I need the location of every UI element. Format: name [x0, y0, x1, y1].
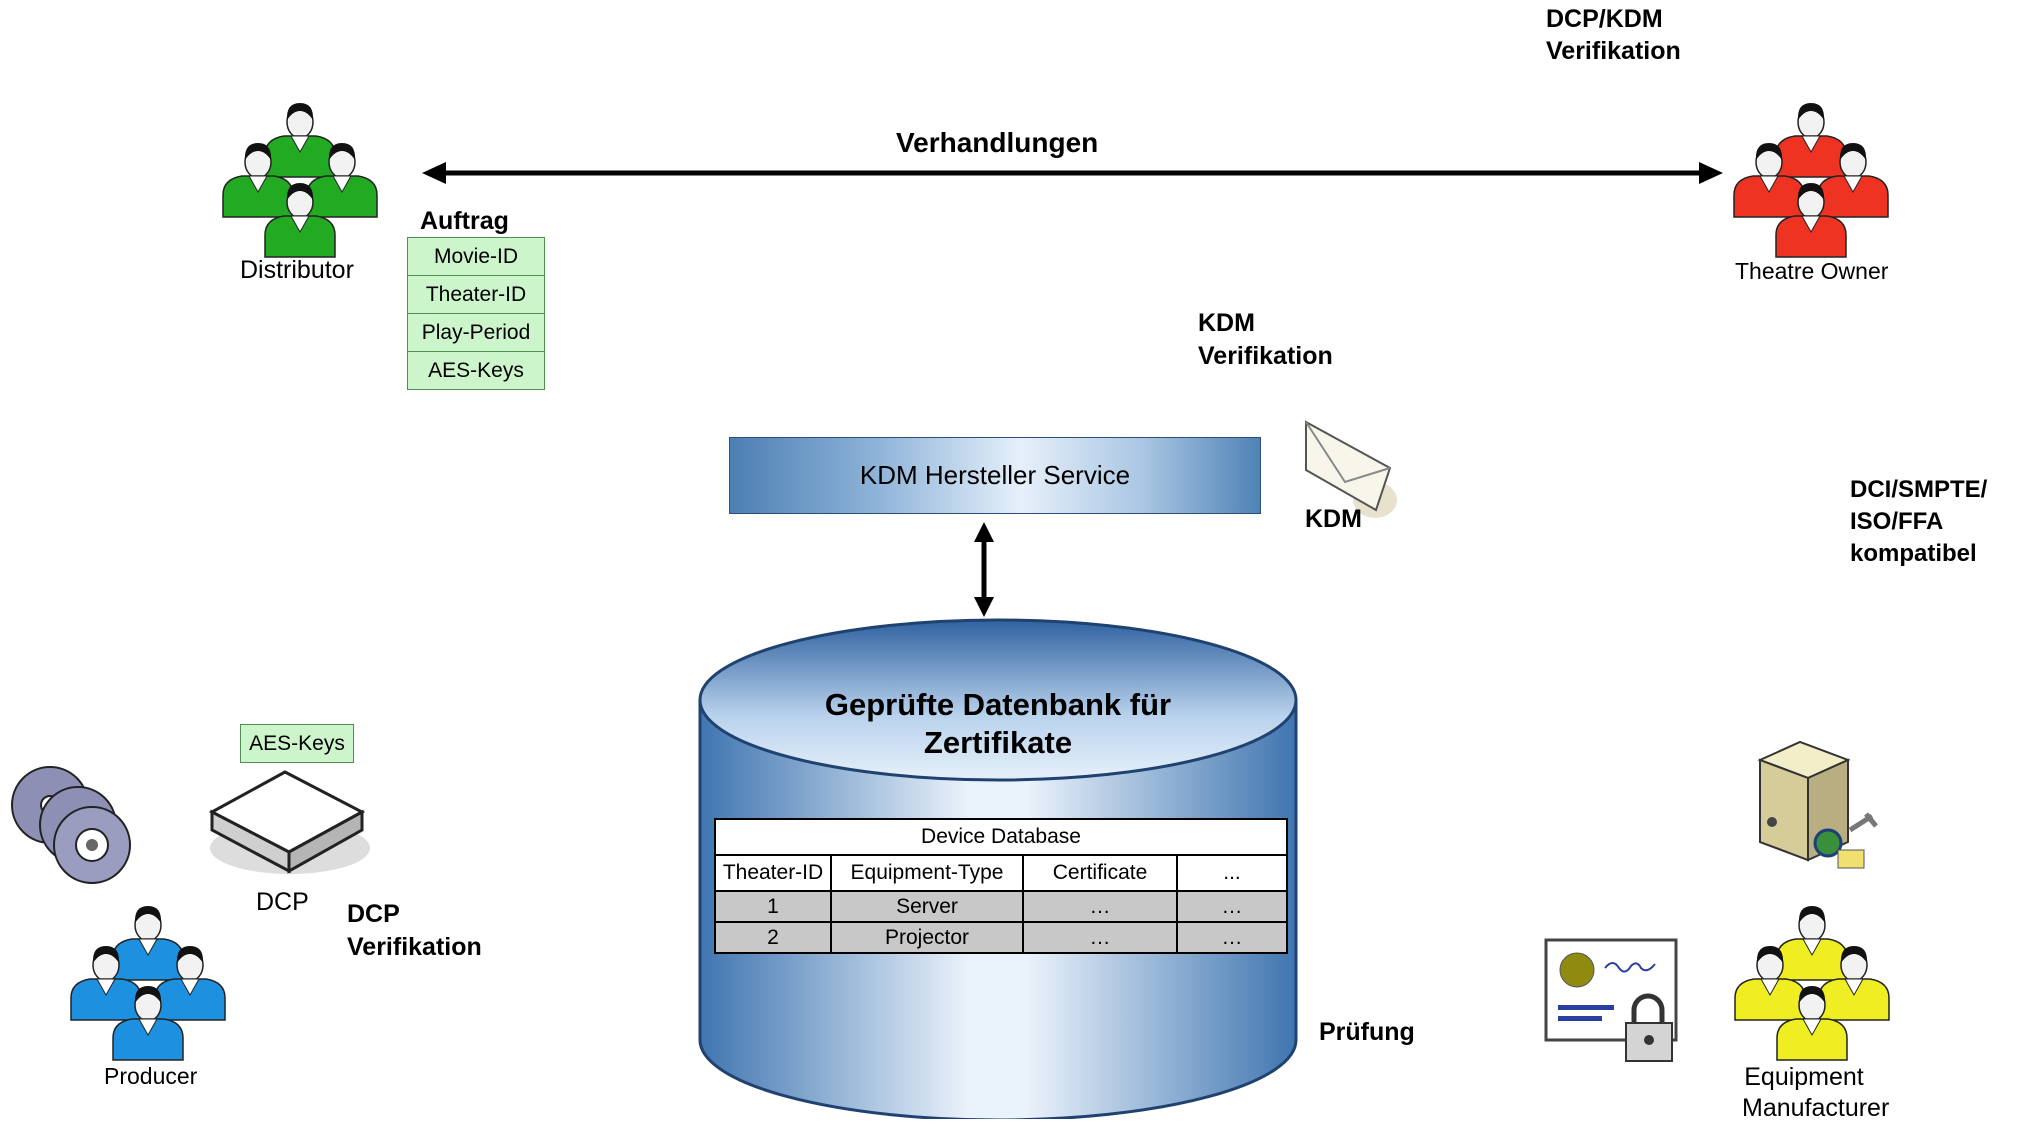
- kdm-verification-line2: Verifikation: [1198, 342, 1333, 370]
- theatre-owner-group-icon: [1734, 103, 1888, 257]
- compliance-line2: ISO/FFA: [1850, 508, 1944, 535]
- kdm-verification-line1: KDM: [1198, 309, 1255, 337]
- column-header-theater-id: Theater-ID: [714, 854, 832, 892]
- dcp-kdm-verification-line2: Verifikation: [1546, 37, 1681, 65]
- film-reels-icon: [11, 766, 131, 884]
- cell-theater-id: 1: [714, 890, 832, 923]
- negotiation-label: Verhandlungen: [896, 127, 1099, 158]
- device-database-table: Device Database Theater-ID Equipment-Typ…: [714, 818, 1288, 954]
- distributor-group-icon: [223, 103, 377, 257]
- dcp-label: DCP: [256, 888, 309, 916]
- column-header-equipment-type: Equipment-Type: [830, 854, 1024, 892]
- distributor-label: Distributor: [240, 256, 354, 284]
- producer-label: Producer: [104, 1063, 198, 1089]
- dcp-verification-line2: Verifikation: [347, 933, 482, 961]
- table-row: 1 Server … …: [714, 890, 1288, 923]
- compliance-line1: DCI/SMPTE/: [1850, 476, 1988, 503]
- kdm-service-box: KDM Hersteller Service: [729, 437, 1261, 514]
- cell-theater-id: 2: [714, 921, 832, 954]
- order-fields: Movie-ID Theater-ID Play-Period AES-Keys: [407, 237, 545, 390]
- cell-more: …: [1176, 921, 1288, 954]
- compliance-line3: kompatibel: [1850, 540, 1977, 567]
- database-title: Geprüfte Datenbank für Zertifikate: [700, 686, 1296, 762]
- column-header-certificate: Certificate: [1022, 854, 1178, 892]
- equipment-manufacturer-line1: Equipment: [1744, 1063, 1864, 1091]
- dcp-box-icon: [208, 770, 370, 874]
- dcp-aes-keys: AES-Keys: [240, 724, 354, 763]
- certificate-icon: [1544, 938, 1678, 1062]
- column-header-more: ...: [1176, 854, 1288, 892]
- dcp-kdm-verification-line1: DCP/KDM: [1546, 5, 1663, 33]
- database-title-line2: Zertifikate: [923, 725, 1073, 760]
- kdm-service-label: KDM Hersteller Service: [859, 460, 1131, 490]
- negotiation-arrow: [422, 162, 1723, 184]
- dcp-verification: DCP Verifikation: [347, 898, 482, 964]
- service-database-arrow: [974, 522, 994, 617]
- cell-more: …: [1176, 890, 1288, 923]
- dcp-verification-line1: DCP: [347, 900, 400, 928]
- dcp-kdm-verification: DCP/KDM Verifikation: [1546, 3, 1681, 67]
- cell-equipment-type: Projector: [830, 921, 1024, 954]
- cell-certificate: …: [1022, 890, 1178, 923]
- order-field-play-period: Play-Period: [407, 313, 545, 352]
- kdm-envelope-label: KDM: [1305, 505, 1362, 533]
- equipment-manufacturer-label: Equipment Manufacturer: [1742, 1062, 1890, 1124]
- producer-group-icon: [71, 906, 225, 1060]
- kdm-envelope-icon: [1305, 420, 1397, 518]
- compliance-label: DCI/SMPTE/ ISO/FFA kompatibel: [1850, 474, 1987, 570]
- cell-equipment-type: Server: [830, 890, 1024, 923]
- manufacturer-group-icon: [1735, 906, 1889, 1060]
- table-row: 2 Projector … …: [714, 921, 1288, 954]
- theatre-owner-label: Theatre Owner: [1735, 258, 1889, 284]
- order-field-aes-keys: AES-Keys: [407, 351, 545, 390]
- audit-label: Prüfung: [1319, 1018, 1415, 1046]
- order-field-theater-id: Theater-ID: [407, 275, 545, 314]
- order-field-movie-id: Movie-ID: [407, 237, 545, 276]
- server-icon: [1757, 740, 1878, 869]
- order-title: Auftrag: [420, 207, 509, 235]
- device-database-title: Device Database: [714, 818, 1288, 856]
- cell-certificate: …: [1022, 921, 1178, 954]
- database-title-line1: Geprüfte Datenbank für: [824, 687, 1172, 722]
- kdm-verification: KDM Verifikation: [1198, 307, 1333, 373]
- equipment-manufacturer-line2: Manufacturer: [1742, 1094, 1890, 1122]
